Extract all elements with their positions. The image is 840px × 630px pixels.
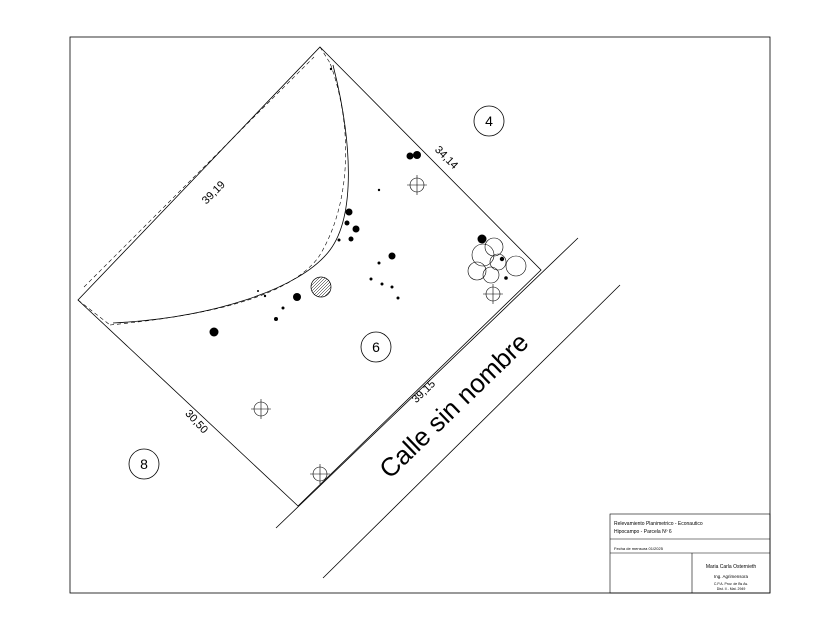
street-name: Calle sin nombre: [373, 327, 534, 484]
lot-circle-main: [360, 331, 392, 363]
crosshair-marker: [310, 464, 330, 484]
title-line-2: Hipocampo - Parcela Nº 6: [614, 529, 672, 535]
dimension-southeast: 39,15: [410, 378, 438, 406]
lot-circle-north: [473, 105, 505, 137]
survey-date: Fecha de mensura 01/2025: [614, 546, 664, 551]
title-block-frame: [609, 513, 771, 594]
crosshair-marker: [251, 399, 271, 419]
pond-edge-curve: [112, 64, 349, 324]
crosshair-marker: [407, 175, 427, 195]
lot-number-main: 6: [372, 339, 380, 355]
dimension-northeast: 34,14: [432, 144, 460, 172]
hatched-tree: [310, 276, 332, 298]
surveyor-name: Maria Carla Osternieth: [706, 564, 757, 570]
street: [275, 237, 621, 579]
crosshair-marker: [483, 284, 503, 304]
dimension-southwest: 30,50: [182, 408, 210, 436]
lot-boundary: [77, 46, 542, 507]
dashed-arc: [109, 62, 346, 326]
registration-line-1: C.P.A. Prov. de Bs As.: [714, 582, 748, 586]
lot-number-north: 4: [485, 113, 493, 129]
shrub-cluster: [467, 237, 527, 284]
sheet-frame: [69, 36, 771, 594]
title-block: Relevamiento Planimetrico - Econautico H…: [609, 513, 771, 594]
lot-number-west: 8: [140, 456, 148, 472]
street-edge-north: [275, 237, 579, 529]
title-line-1: Relevamiento Planimetrico - Econautico: [614, 521, 703, 527]
street-edge-south: [322, 284, 621, 579]
surveyor-title: Ing. Agrimensora: [714, 574, 749, 579]
registration-line-2: Dist. II - Mat. 2949: [717, 587, 746, 591]
lot-circle-west: [128, 448, 160, 480]
tree-dots: [209, 67, 508, 337]
dimension-northwest: 39,19: [200, 179, 228, 207]
